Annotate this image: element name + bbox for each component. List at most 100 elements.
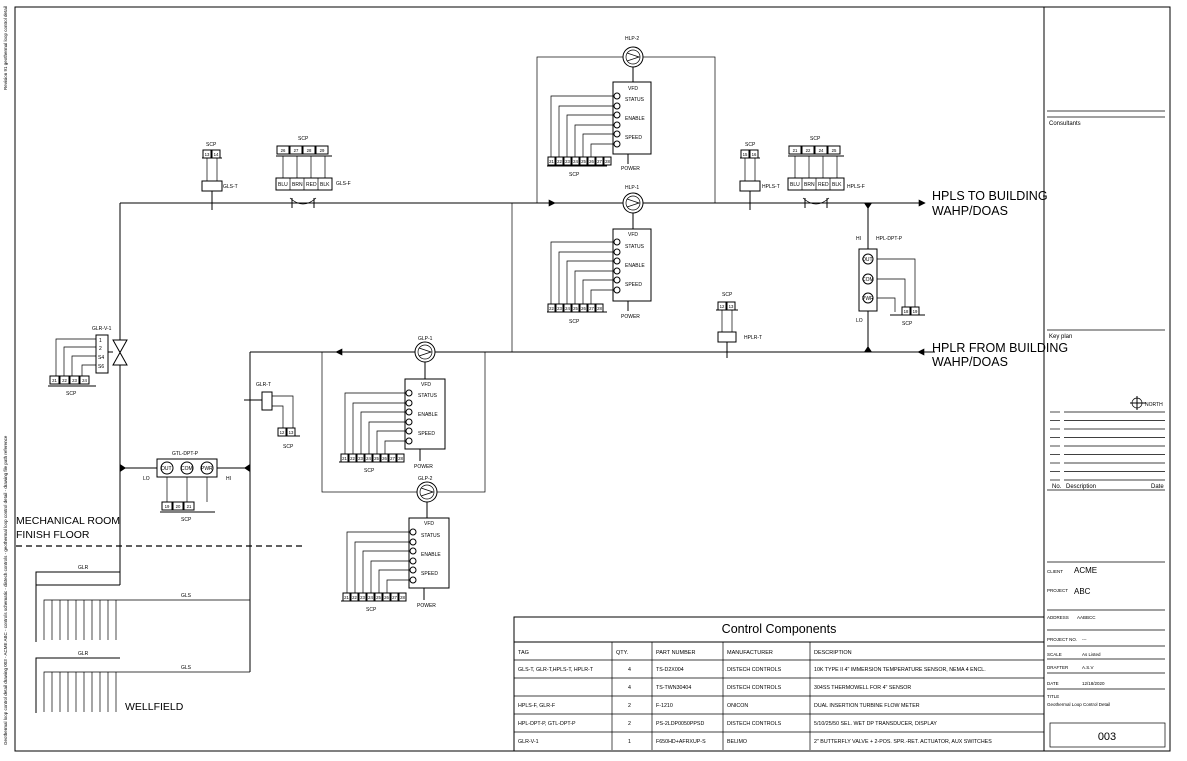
glp2-vfd: VFD STATUS ENABLE SPEED POWER SCP	[341, 517, 450, 613]
svg-text:ENABLE: ENABLE	[421, 552, 441, 558]
terminal-number: 16	[752, 152, 757, 157]
svg-text:GLS: GLS	[181, 665, 192, 671]
svg-text:LO: LO	[143, 476, 150, 482]
terminal-number: 22	[350, 456, 355, 461]
svg-text:STATUS: STATUS	[625, 97, 645, 103]
svg-text:TITLE: TITLE	[1047, 694, 1059, 699]
svg-text:BRN: BRN	[292, 182, 303, 188]
svg-text:HPL-DPT-P: HPL-DPT-P	[876, 236, 903, 242]
terminal-number: 23	[565, 159, 570, 164]
terminal-number: 21	[52, 378, 57, 383]
scale-value: As Listed	[1082, 652, 1101, 657]
glr-v1-valve: GLR-V-1 1 2 S4 S6 SCP	[48, 326, 128, 397]
svg-text:STATUS: STATUS	[421, 533, 441, 539]
terminal-box	[563, 303, 572, 313]
svg-text:S6: S6	[98, 364, 104, 370]
svg-text:HPLS-F: HPLS-F	[847, 184, 865, 190]
terminal-number: 27	[390, 456, 395, 461]
terminal-number: 28	[605, 159, 610, 164]
terminal-number: 24	[819, 148, 824, 153]
terminal-number: 23	[72, 378, 77, 383]
consultants-label: Consultants	[1049, 121, 1081, 127]
table-cell: 304SS THERMOWELL FOR 4" SENSOR	[814, 685, 911, 691]
terminal-number: 12	[720, 304, 725, 309]
terminal-box	[555, 156, 564, 166]
terminal-box	[302, 145, 316, 155]
terminal-number: 26	[384, 595, 389, 600]
svg-text:FINISH FLOOR: FINISH FLOOR	[16, 529, 90, 541]
terminal-number: 13	[205, 152, 210, 157]
return-main	[249, 348, 935, 600]
terminal-number: 14	[214, 152, 219, 157]
gls-f-flowmeter: SCP BLU BRN RED BLK GLS-F	[275, 136, 351, 208]
terminal-box	[286, 427, 296, 437]
terminal-box	[69, 375, 80, 385]
project-no-value: ---	[1082, 637, 1087, 642]
terminal-number: 25	[374, 456, 379, 461]
svg-text:HLP-2: HLP-2	[625, 36, 639, 42]
terminal-box	[749, 149, 759, 159]
terminal-box	[202, 149, 212, 159]
terminal-number: 13	[289, 430, 294, 435]
svg-text:GTL-DPT-P: GTL-DPT-P	[172, 451, 199, 457]
terminal-box	[59, 375, 70, 385]
glp1-vfd: VFD STATUS ENABLE SPEED POWER SCP	[339, 378, 446, 474]
terminal-number: 29	[320, 148, 325, 153]
svg-text:WAHP/DOAS: WAHP/DOAS	[932, 355, 1008, 369]
svg-text:SCP: SCP	[283, 444, 294, 450]
terminal-number: 24	[366, 456, 371, 461]
svg-text:HI: HI	[226, 476, 231, 482]
terminal-box	[211, 149, 221, 159]
margin-text-main: Geothermal loop control detail drawing 0…	[3, 435, 8, 745]
terminal-number: 25	[376, 595, 381, 600]
hlp2-pump: HLP-2	[622, 36, 644, 82]
hlp1-pump: HLP-1	[622, 185, 644, 229]
terminal-number: 22	[806, 148, 811, 153]
drafter-value: A.S.V	[1082, 665, 1094, 670]
svg-text:SCP: SCP	[745, 142, 756, 148]
svg-text:VFD: VFD	[628, 86, 638, 92]
terminal-box	[814, 145, 828, 155]
glp2-pump: GLP-2	[416, 476, 438, 518]
terminal-number: 18	[904, 309, 909, 314]
terminal-number: 28	[400, 595, 405, 600]
rev-description-header: Description	[1066, 484, 1096, 490]
svg-text:1: 1	[99, 338, 102, 344]
terminal-box	[390, 592, 399, 602]
terminal-number: 22	[557, 159, 562, 164]
terminal-number: 24	[368, 595, 373, 600]
svg-text:LO: LO	[856, 318, 863, 324]
terminal-box	[277, 427, 287, 437]
client-value: ACME	[1074, 566, 1097, 575]
svg-text:SCP: SCP	[181, 517, 192, 523]
terminal-box	[579, 303, 588, 313]
svg-text:POWER: POWER	[621, 166, 640, 172]
sheet-number: 003	[1098, 731, 1116, 743]
terminal-number: 24	[565, 306, 570, 311]
terminal-box	[342, 592, 351, 602]
terminal-box	[289, 145, 303, 155]
svg-text:POWER: POWER	[621, 314, 640, 320]
terminal-box	[547, 303, 556, 313]
svg-text:NORTH: NORTH	[1145, 402, 1163, 408]
svg-text:STATUS: STATUS	[625, 244, 645, 250]
key-plan-label: Key plan	[1049, 334, 1072, 340]
svg-text:BRN: BRN	[804, 182, 815, 188]
terminal-box	[172, 501, 184, 511]
svg-text:GLS-T: GLS-T	[223, 184, 238, 190]
terminal-box	[579, 156, 588, 166]
terminal-box	[183, 501, 195, 511]
table-cell: DISTECH CONTROLS	[727, 721, 782, 727]
svg-text:SCP: SCP	[366, 607, 377, 613]
components-title: Control Components	[722, 622, 837, 636]
terminal-number: 22	[352, 595, 357, 600]
hlp2-vfd: VFD STATUS ENABLE SPEED POWER SCP	[547, 81, 652, 178]
table-cell: TS-D2X004	[656, 667, 684, 673]
terminal-number: 21	[549, 159, 554, 164]
